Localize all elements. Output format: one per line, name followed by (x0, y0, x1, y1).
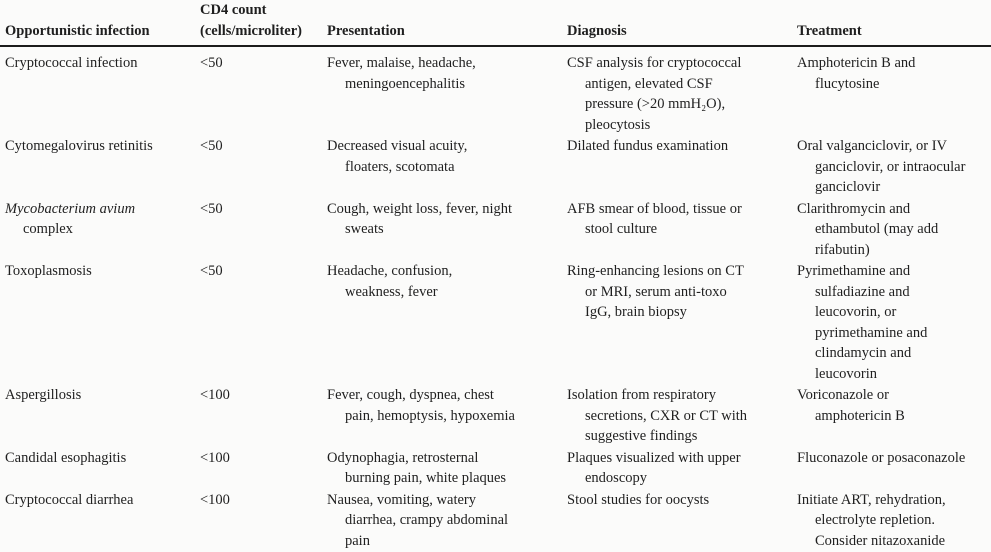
presentation-text: Fever, malaise, headache, meningoencepha… (327, 53, 563, 94)
infection-name-text: Candidal esophagitis (5, 450, 126, 466)
diagnosis-text: Isolation from respiratory secretions, C… (567, 385, 793, 447)
col-header-opportunistic-infection: Opportunistic infection (0, 0, 200, 46)
presentation-cell: Fever, malaise, headache, meningoencepha… (327, 46, 567, 136)
treatment-text: Initiate ART, rehydration, electrolyte r… (797, 490, 987, 552)
infection-name: Cytomegalovirus retinitis (5, 136, 196, 157)
treatment-cell: Voriconazole or amphotericin B (797, 385, 991, 448)
infection-cell: Candidal esophagitis (0, 448, 200, 490)
cd4-cell: <100 (200, 385, 327, 448)
infection-name: Cryptococcal diarrhea (5, 490, 196, 511)
infection-name-text: Toxoplasmosis (5, 263, 92, 279)
diagnosis-cell: Ring-enhancing lesions on CT or MRI, ser… (567, 261, 797, 385)
header-row: Opportunistic infection CD4 count (cells… (0, 0, 991, 46)
cd4-count-value: <50 (200, 53, 323, 74)
presentation-text: Headache, confusion, weakness, fever (327, 261, 563, 302)
infection-name-italic: Mycobacterium avium (5, 201, 135, 217)
cd4-cell: <50 (200, 199, 327, 262)
treatment-text: Amphotericin B and flucytosine (797, 53, 987, 94)
cd4-count-value: <100 (200, 490, 323, 511)
treatment-cell: Clarithromycin and ethambutol (may add r… (797, 199, 991, 262)
treatment-cell: Fluconazole or posaconazole (797, 448, 991, 490)
diagnosis-cell: Dilated fundus examination (567, 136, 797, 199)
cd4-count-value: <50 (200, 136, 323, 157)
cd4-count-value: <100 (200, 385, 323, 406)
presentation-cell: Nausea, vomiting, watery diarrhea, cramp… (327, 490, 567, 552)
infection-name: Toxoplasmosis (5, 261, 196, 282)
presentation-cell: Headache, confusion, weakness, fever (327, 261, 567, 385)
treatment-text: Voriconazole or amphotericin B (797, 385, 987, 426)
cd4-count-value: <50 (200, 199, 323, 220)
treatment-text: Fluconazole or posaconazole (797, 448, 987, 469)
infection-cell: Aspergillosis (0, 385, 200, 448)
diagnosis-cell: Isolation from respiratory secretions, C… (567, 385, 797, 448)
diagnosis-text: Dilated fundus examination (567, 136, 793, 157)
treatment-text: Pyrimethamine and sulfadiazine and leuco… (797, 261, 987, 384)
presentation-cell: Fever, cough, dyspnea, chest pain, hemop… (327, 385, 567, 448)
treatment-cell: Pyrimethamine and sulfadiazine and leuco… (797, 261, 991, 385)
diagnosis-text: Ring-enhancing lesions on CT or MRI, ser… (567, 261, 793, 323)
infection-cell: Mycobacterium avium complex (0, 199, 200, 262)
infection-name: Cryptococcal infection (5, 53, 196, 74)
treatment-cell: Initiate ART, rehydration, electrolyte r… (797, 490, 991, 552)
presentation-text: Nausea, vomiting, watery diarrhea, cramp… (327, 490, 563, 552)
cd4-cell: <100 (200, 448, 327, 490)
presentation-text: Odynophagia, retrosternal burning pain, … (327, 448, 563, 489)
table-row: Cytomegalovirus retinitis <50 Decreased … (0, 136, 991, 199)
cd4-count-value: <100 (200, 448, 323, 469)
presentation-cell: Decreased visual acuity, floaters, scoto… (327, 136, 567, 199)
infection-name-text: complex (23, 221, 73, 237)
presentation-cell: Cough, weight loss, fever, night sweats (327, 199, 567, 262)
cd4-cell: <100 (200, 490, 327, 552)
treatment-cell: Oral valganciclovir, or IV ganciclovir, … (797, 136, 991, 199)
col-header-treatment: Treatment (797, 0, 991, 46)
infection-cell: Cryptococcal infection (0, 46, 200, 136)
cd4-cell: <50 (200, 261, 327, 385)
diagnosis-text: AFB smear of blood, tissue or stool cult… (567, 199, 793, 240)
table-row: Toxoplasmosis <50 Headache, confusion, w… (0, 261, 991, 385)
presentation-text: Cough, weight loss, fever, night sweats (327, 199, 563, 240)
infection-name-text: Cytomegalovirus retinitis (5, 138, 153, 154)
infection-name: Aspergillosis (5, 385, 196, 406)
diagnosis-cell: Stool studies for oocysts (567, 490, 797, 552)
infection-cell: Cytomegalovirus retinitis (0, 136, 200, 199)
table-row: Aspergillosis <100 Fever, cough, dyspnea… (0, 385, 991, 448)
table-row: Candidal esophagitis <100 Odynophagia, r… (0, 448, 991, 490)
treatment-text: Clarithromycin and ethambutol (may add r… (797, 199, 987, 261)
diagnosis-text: Plaques visualized with upper endoscopy (567, 448, 793, 489)
infection-name-text: Cryptococcal diarrhea (5, 492, 133, 508)
diagnosis-cell: CSF analysis for cryptococcal antigen, e… (567, 46, 797, 136)
table-row: Cryptococcal infection <50 Fever, malais… (0, 46, 991, 136)
treatment-text: Oral valganciclovir, or IV ganciclovir, … (797, 136, 987, 198)
col-header-diagnosis: Diagnosis (567, 0, 797, 46)
treatment-cell: Amphotericin B and flucytosine (797, 46, 991, 136)
diagnosis-cell: Plaques visualized with upper endoscopy (567, 448, 797, 490)
table-row: Mycobacterium avium complex <50 Cough, w… (0, 199, 991, 262)
diagnosis-text: Stool studies for oocysts (567, 490, 793, 511)
cd4-count-value: <50 (200, 261, 323, 282)
infection-name-text: Aspergillosis (5, 387, 81, 403)
infection-name: Mycobacterium avium complex (5, 199, 196, 240)
presentation-text: Fever, cough, dyspnea, chest pain, hemop… (327, 385, 563, 426)
col-header-cd4-count: CD4 count (cells/microliter) (200, 0, 327, 46)
presentation-text: Decreased visual acuity, floaters, scoto… (327, 136, 563, 177)
infection-name-text: Cryptococcal infection (5, 55, 137, 71)
infection-cell: Cryptococcal diarrhea (0, 490, 200, 552)
diagnosis-text: CSF analysis for cryptococcal antigen, e… (567, 53, 793, 135)
cd4-cell: <50 (200, 46, 327, 136)
presentation-cell: Odynophagia, retrosternal burning pain, … (327, 448, 567, 490)
infection-cell: Toxoplasmosis (0, 261, 200, 385)
diagnosis-cell: AFB smear of blood, tissue or stool cult… (567, 199, 797, 262)
cd4-cell: <50 (200, 136, 327, 199)
infection-name: Candidal esophagitis (5, 448, 196, 469)
col-header-presentation: Presentation (327, 0, 567, 46)
table-row: Cryptococcal diarrhea <100 Nausea, vomit… (0, 490, 991, 552)
